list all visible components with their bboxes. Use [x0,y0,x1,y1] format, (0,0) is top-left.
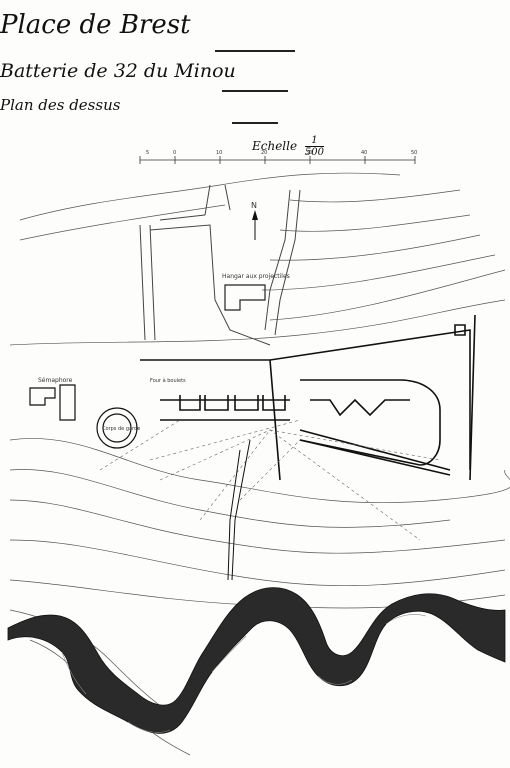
hangar-building [224,284,266,311]
semaphore-building [29,384,76,421]
scale-tick-40: 40 [361,150,367,156]
scale-label: Echelle 1 500 [252,135,325,158]
scale-word: Echelle [252,139,298,153]
subtitle-underline [222,90,288,92]
roads [139,184,301,346]
map-subtitle: Batterie de 32 du Minou [0,60,236,82]
plan-underline [232,122,278,124]
scale-tick-5: 5 [146,150,149,156]
hangar-label: Hangar aux projectiles [222,273,290,280]
corps-de-garde-tower [96,407,138,449]
map-title: Place de Brest [0,10,191,40]
scale-tick-50: 50 [411,150,417,156]
corps-de-garde-label: Corps de garde [102,426,140,432]
north-label: N [251,201,257,210]
four-label: Four à boulets [150,377,186,384]
scale-bar [139,156,416,164]
scale-numerator: 1 [304,135,325,147]
semaphore-label: Sémaphore [38,377,73,384]
scale-tick-10: 10 [216,150,222,156]
shoreline-cliffs [7,587,506,734]
scale-tick-0: 0 [173,150,176,156]
scale-denominator: 500 [304,147,325,158]
scale-tick-30: 30 [306,150,312,156]
plan-title: Plan des dessus [0,96,121,114]
north-arrow: N [251,201,258,240]
path-to-shore [227,439,251,581]
battery-fortification [140,314,476,481]
firing-lines [99,419,441,541]
scale-tick-20: 20 [261,150,267,156]
title-underline [215,50,295,52]
